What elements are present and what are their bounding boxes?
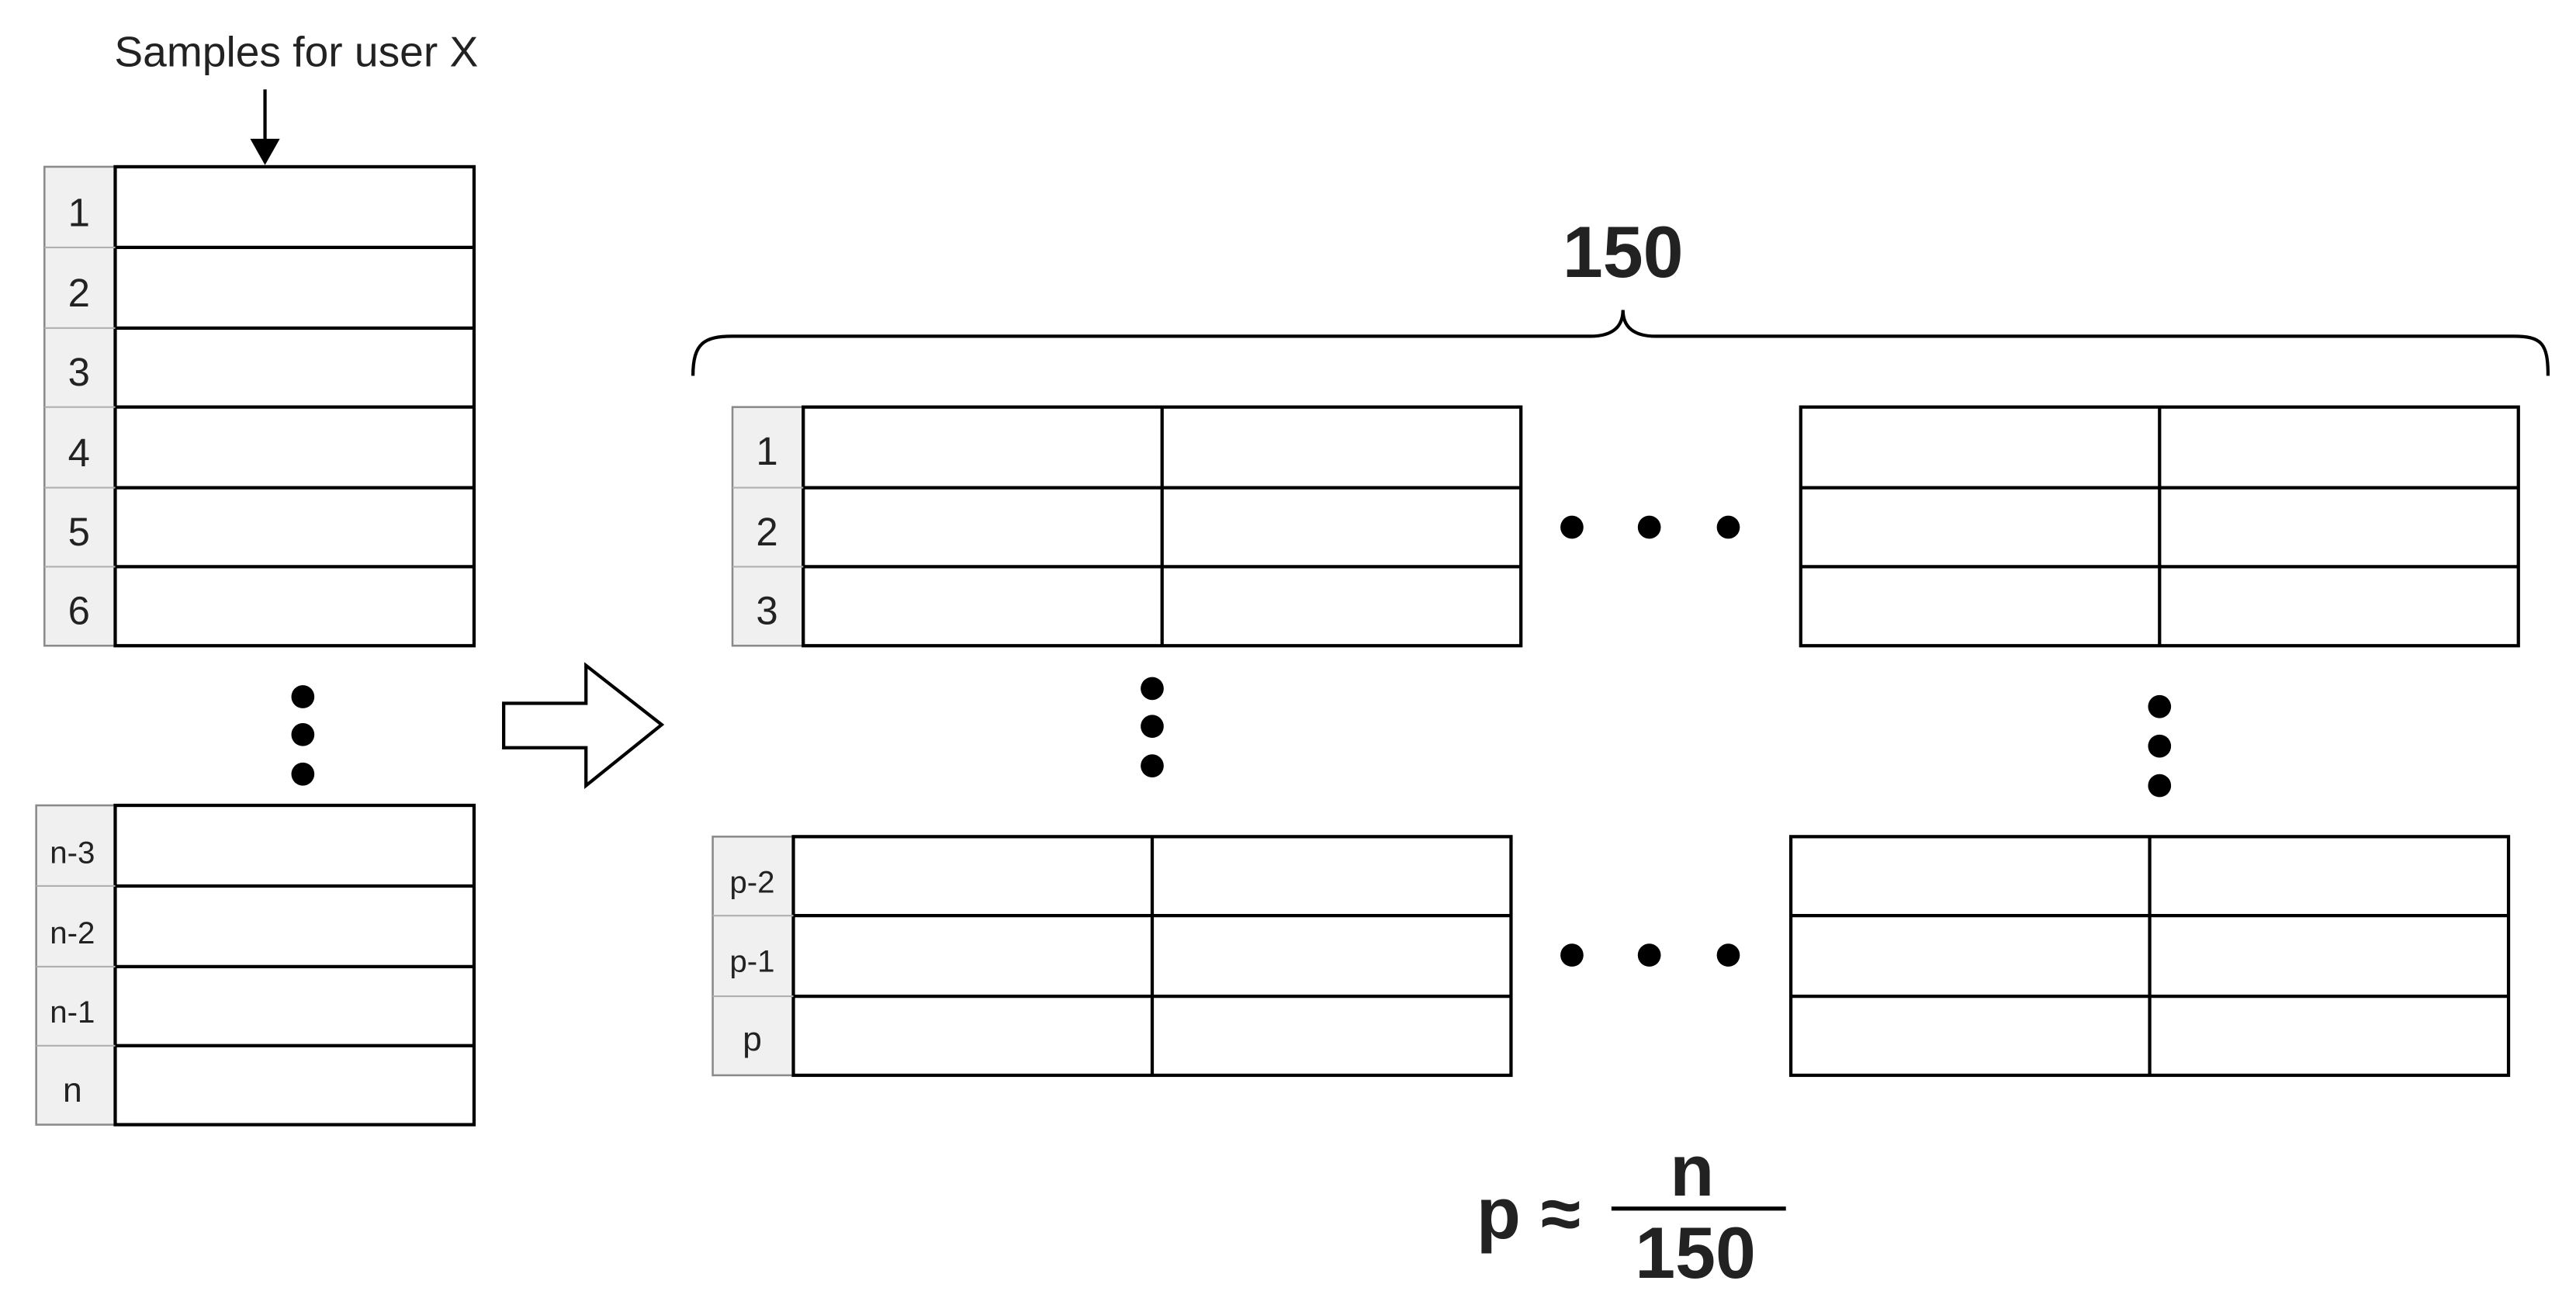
formula-lhs: p ≈ bbox=[1477, 1173, 1581, 1254]
grid-block-bottom-left: p-2 p-1 p bbox=[712, 835, 1513, 1078]
horizontal-ellipsis bbox=[1560, 943, 1740, 967]
formula: p ≈ n 150 bbox=[1477, 1130, 1786, 1293]
row-index-label: p-2 bbox=[729, 864, 774, 899]
row-index-label: 4 bbox=[68, 431, 90, 475]
row-index-label: p-1 bbox=[729, 943, 774, 978]
brace-label: 150 bbox=[1563, 212, 1684, 292]
row-index-label: 2 bbox=[68, 271, 90, 315]
source-caption: Samples for user X bbox=[114, 28, 478, 76]
vertical-ellipsis bbox=[2148, 694, 2172, 798]
transform-arrow-icon bbox=[502, 662, 665, 790]
source-table-bottom: n-3 n-2 n-1 n bbox=[35, 803, 476, 1127]
grid-block-bottom-right bbox=[1788, 835, 2511, 1078]
vertical-ellipsis bbox=[291, 685, 315, 786]
formula-numerator: n bbox=[1670, 1130, 1714, 1211]
row-index-label: 6 bbox=[68, 589, 90, 633]
row-index-label: 2 bbox=[756, 510, 777, 554]
grid-block-top-right bbox=[1799, 405, 2520, 648]
row-index-label: p bbox=[743, 1020, 762, 1058]
row-index-label: n-2 bbox=[50, 916, 95, 950]
vertical-ellipsis bbox=[1141, 677, 1164, 777]
source-table-top: 1 2 3 4 5 6 bbox=[43, 164, 476, 648]
row-index-label: n bbox=[63, 1071, 82, 1109]
grid-block-top-left: 1 2 3 bbox=[731, 405, 1523, 648]
row-index-label: 5 bbox=[68, 510, 90, 554]
formula-denominator: 150 bbox=[1635, 1213, 1756, 1293]
row-index-label: 1 bbox=[68, 190, 90, 234]
curly-brace bbox=[691, 310, 2550, 376]
horizontal-ellipsis bbox=[1560, 515, 1740, 539]
row-index-label: n-1 bbox=[50, 995, 95, 1030]
caption-pointer-arrow bbox=[250, 89, 280, 165]
row-index-label: 1 bbox=[756, 429, 777, 473]
row-index-label: 3 bbox=[68, 350, 90, 394]
row-index-label: n-3 bbox=[50, 835, 95, 870]
row-index-label: 3 bbox=[756, 589, 777, 633]
